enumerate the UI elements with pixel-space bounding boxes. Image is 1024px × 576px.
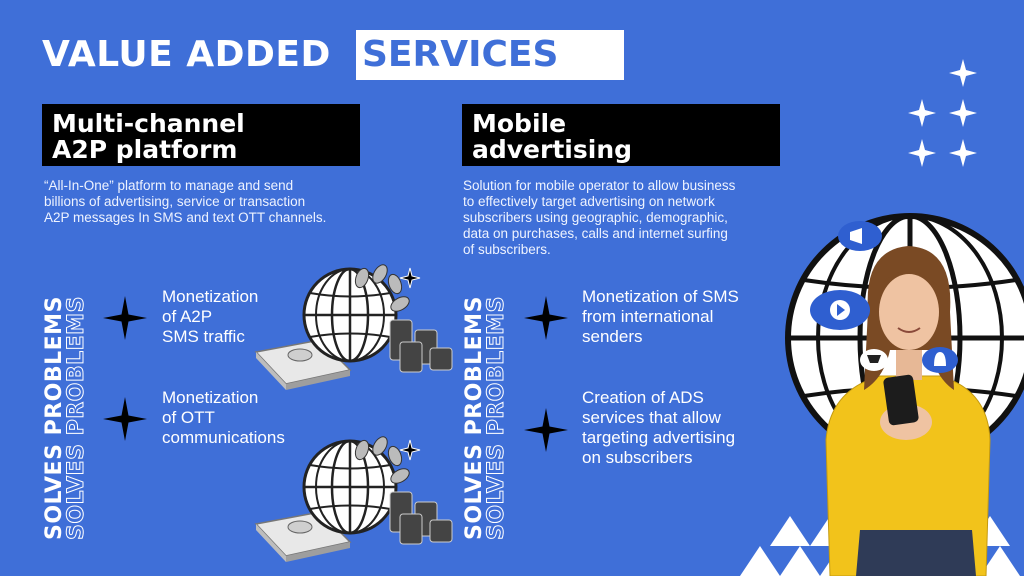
right-item2-line4: on subscribers [582,448,693,467]
page-title: VALUE ADDED [42,34,331,75]
sparkle-icon [103,296,147,340]
right-item2-line1: Creation of ADS [582,388,704,407]
mobile-description: Solution for mobile operator to allow bu… [463,178,783,258]
left-item2-line2: of OTT [162,408,215,427]
coin-stack-icon [389,319,453,373]
coin-stack-icon [389,491,453,545]
right-item1-text: Monetization of SMS from international s… [582,287,739,347]
globe-icon [302,267,398,363]
sparkle-icon [524,408,568,452]
right-solves-problems-outline: SOLVES PROBLEMS [484,296,510,541]
mobile-desc-line1: Solution for mobile operator to allow bu… [463,178,736,193]
mobile-label-line2: advertising [472,135,633,164]
globe-icon [302,439,398,535]
right-item2-line3: targeting advertising [582,428,736,447]
right-item2-line2: services that allow [582,408,721,427]
mobile-desc-line3: subscribers using geographic, demographi… [463,210,728,225]
bell-icon [922,347,958,373]
right-item1-line2: from international [582,307,714,326]
multichannel-a2p-label: Multi-channel A2P platform [42,104,360,166]
right-item1-line3: senders [582,327,643,346]
right-item2-text: Creation of ADS services that allow targ… [582,388,735,468]
mobile-advertising-label: Mobile advertising [462,104,780,166]
multichannel-desc-line1: “All-In-One” platform to manage and send [44,178,294,193]
left-item2-line1: Monetization [162,388,259,407]
right-item1-line1: Monetization of SMS [582,287,739,306]
cart-icon [860,349,888,371]
sparkle-cluster-icon [908,59,977,167]
globe-phone-coins-illustration [254,436,453,562]
sparkle-icon [103,397,147,441]
sparkle-icon [524,296,568,340]
multichannel-description: “All-In-One” platform to manage and send… [44,178,374,226]
page-title-highlight-text: SERVICES [362,34,559,75]
left-solves-problems-outline: SOLVES PROBLEMS [64,296,90,541]
left-item2-line3: communications [162,428,285,447]
woman-with-phone-illustration [740,213,1024,576]
left-item1-line1: Monetization [162,287,259,306]
multichannel-desc-line2: billions of advertising, service or tran… [44,194,306,209]
megaphone-icon [838,221,882,251]
multichannel-label-line2: A2P platform [52,135,238,164]
multichannel-label-line1: Multi-channel [52,109,245,138]
mobile-desc-line2: to effectively target advertising on net… [463,194,715,209]
mobile-label-line1: Mobile [472,109,567,138]
left-item2-text: Monetization of OTT communications [162,388,285,448]
left-item1-line3: SMS traffic [162,327,245,346]
multichannel-desc-line3: A2P messages In SMS and text OTT channel… [44,210,327,225]
left-item1-line2: of A2P [162,307,213,326]
page-title-highlight: SERVICES [356,30,624,80]
mobile-desc-line5: of subscribers. [463,242,551,257]
left-item1-text: Monetization of A2P SMS traffic [162,287,258,347]
play-icon [810,290,870,330]
mobile-desc-line4: data on purchases, calls and internet su… [463,226,728,241]
globe-phone-coins-illustration [254,264,453,390]
